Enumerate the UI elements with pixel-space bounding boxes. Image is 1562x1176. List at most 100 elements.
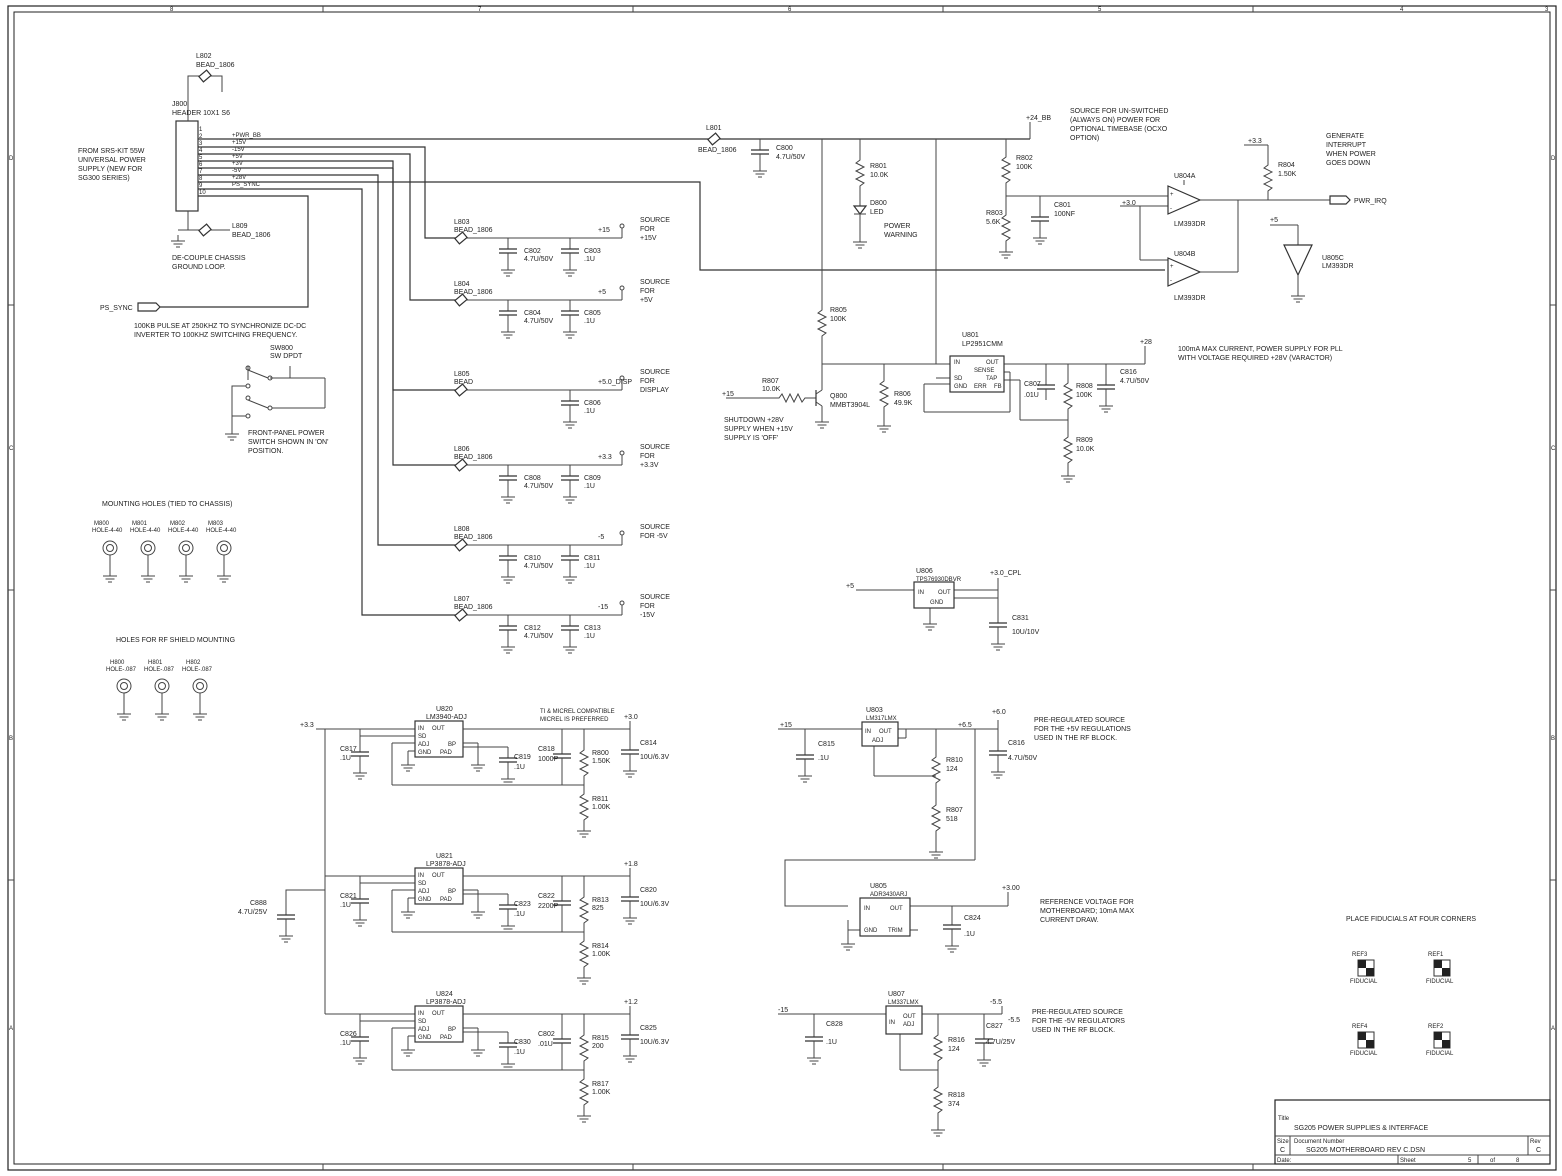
adj-cbp-ref: C819 bbox=[514, 754, 531, 761]
j800-pin-1: 1 bbox=[199, 127, 203, 133]
size-label: Size bbox=[1277, 1139, 1289, 1145]
of-label: of bbox=[1490, 1158, 1495, 1164]
rev-label: Rev bbox=[1530, 1139, 1541, 1145]
r806-value: 49.9K bbox=[894, 400, 913, 407]
r807b-ref: R807 bbox=[946, 807, 963, 814]
adj-ra-value: 1.50K bbox=[592, 758, 611, 765]
adj-cin-gnd bbox=[352, 1051, 368, 1065]
r816-value: 124 bbox=[948, 1046, 960, 1053]
j800-pin-10: 10 bbox=[199, 190, 206, 196]
rail-cap-b-gnd bbox=[562, 325, 578, 339]
adj-rb-value: 1.00K bbox=[592, 1089, 611, 1096]
u804a-ref: U804A bbox=[1174, 173, 1196, 180]
rail-cap-b-gnd bbox=[562, 263, 578, 277]
rev-value: C bbox=[1536, 1147, 1541, 1154]
adj-reg-body bbox=[414, 720, 464, 758]
adj-cf-ref: C818 bbox=[538, 746, 555, 753]
adj-rb-gnd bbox=[576, 971, 592, 985]
mount-hole-gnd bbox=[140, 569, 156, 583]
rail-cap-a-ref: C808 bbox=[524, 475, 541, 482]
u801-pin-gnd: GND bbox=[954, 384, 968, 390]
l801-ref: L801 bbox=[706, 125, 722, 132]
rail-cap-b-value: .1U bbox=[584, 408, 595, 415]
mounting-title: MOUNTING HOLES (TIED TO CHASSIS) bbox=[102, 501, 232, 508]
mount-hole-ref: M802 bbox=[170, 521, 186, 527]
pcb-hole-value: HOLE-.087 bbox=[144, 667, 175, 673]
u805-pin-out: OUT bbox=[890, 906, 903, 912]
adj-cbp-value: .1U bbox=[514, 764, 525, 771]
u806-value: TPS76930DBVR bbox=[916, 577, 962, 583]
adj-pin-bp: BP bbox=[448, 742, 456, 748]
j800-net-label: +28V bbox=[232, 175, 246, 181]
rf-in-net: +15 bbox=[780, 722, 792, 729]
mount-hole bbox=[178, 540, 194, 571]
adj-cbp-gnd bbox=[500, 772, 516, 786]
pcb-hole-ref: H800 bbox=[110, 660, 125, 666]
rail-cap-b bbox=[560, 299, 580, 327]
adj-cin bbox=[350, 740, 370, 768]
adj-reg-ref: U824 bbox=[436, 991, 453, 998]
neg-in-net: -15 bbox=[778, 1007, 788, 1014]
adj-rb-gnd bbox=[576, 824, 592, 838]
interrupt-circuit: R802 100K R803 5.6K C801 100NF +3.0 +- U… bbox=[986, 133, 1387, 303]
adj-cin bbox=[350, 1025, 370, 1053]
c816b-value: 4.7U/50V bbox=[1008, 755, 1038, 762]
adj-reg-ref: U821 bbox=[436, 853, 453, 860]
adj-rb-value: 1.00K bbox=[592, 951, 611, 958]
fiducial-value: FIDUCIAL bbox=[1350, 1051, 1378, 1057]
adj-cout-value: 10U/6.3V bbox=[640, 1039, 670, 1046]
pcb-hole bbox=[154, 678, 170, 709]
rail-cap-a-ref: C804 bbox=[524, 310, 541, 317]
adj-cf bbox=[552, 1027, 572, 1055]
r816-ref: R816 bbox=[948, 1037, 965, 1044]
adj-cin bbox=[350, 887, 370, 915]
c824-ref: C824 bbox=[964, 915, 981, 922]
rail-cap-a bbox=[498, 464, 518, 492]
size-value: C bbox=[1280, 1147, 1285, 1154]
r818-value: 374 bbox=[948, 1101, 960, 1108]
rail-cap-b-value: .1U bbox=[584, 256, 595, 263]
rail-desc: DISPLAY bbox=[640, 387, 669, 394]
rf-note-1: PRE-REGULATED SOURCE bbox=[1034, 717, 1125, 724]
r810-ref: R810 bbox=[946, 757, 963, 764]
adj-ra-ref: R800 bbox=[592, 750, 609, 757]
reg-28v: R805 100K U801 LP2951CMM IN OUT SENSE SD… bbox=[722, 139, 1343, 483]
l802-ref: L802 bbox=[196, 53, 212, 60]
j800-net-label: -5V bbox=[232, 168, 241, 174]
rail-desc: FOR bbox=[640, 288, 655, 295]
adj-rb bbox=[579, 788, 589, 826]
c800-ref: C800 bbox=[776, 145, 793, 152]
r810-value: 124 bbox=[946, 766, 958, 773]
vref-note-3: CURRENT DRAW. bbox=[1040, 917, 1099, 924]
adj-rb-ref: R817 bbox=[592, 1081, 609, 1088]
j800-pin-6: 6 bbox=[199, 162, 203, 168]
rail-1: L804BEAD_1806C8044.7U/50VC805.1U+5SOURCE… bbox=[454, 279, 670, 339]
adj-rb-ref: R811 bbox=[592, 796, 608, 803]
rail-terminal bbox=[619, 530, 625, 536]
rail-net-label: -15 bbox=[598, 604, 608, 611]
adj-gnd bbox=[400, 758, 416, 772]
shutdown-note-1: SHUTDOWN +28V bbox=[724, 417, 784, 424]
r809-ref: R809 bbox=[1076, 437, 1093, 444]
connector-note-3: SUPPLY (NEW FOR bbox=[78, 166, 142, 173]
border-col-3: 3 bbox=[1545, 7, 1549, 13]
adj-ra bbox=[579, 1029, 589, 1067]
fiducial-value: FIDUCIAL bbox=[1426, 1051, 1454, 1057]
j800-pin-5: 5 bbox=[199, 155, 203, 161]
rail-cap-a-value: 4.7U/50V bbox=[524, 633, 554, 640]
border-row-c-right: C bbox=[1551, 446, 1556, 452]
u806-pin-out: OUT bbox=[938, 590, 951, 596]
rf-rail-net: +6.0 bbox=[992, 709, 1006, 716]
pcb-hole-value: HOLE-.087 bbox=[182, 667, 213, 673]
adj-cin-value: .1U bbox=[340, 1040, 351, 1047]
adj-rb-ref: R814 bbox=[592, 943, 609, 950]
rail-bead-value: BEAD_1806 bbox=[454, 534, 493, 541]
mount-hole bbox=[216, 540, 232, 571]
rail-cap-b bbox=[560, 614, 580, 642]
rail-cap-b bbox=[560, 544, 580, 572]
interrupt-note-1: GENERATE bbox=[1326, 133, 1364, 140]
adj-reg-value: LP3878-ADJ bbox=[426, 861, 466, 868]
